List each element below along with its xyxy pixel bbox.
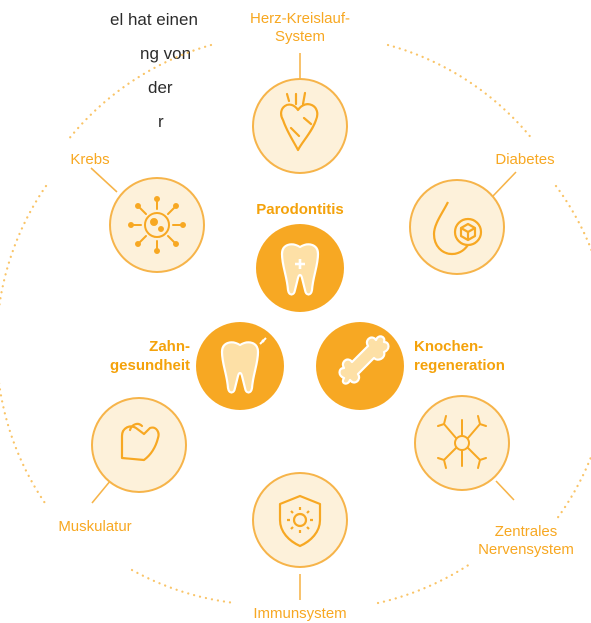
connector-lines <box>90 53 517 600</box>
connector-nerven <box>495 480 515 501</box>
outer-icon-herz[interactable] <box>252 78 348 174</box>
core-icon-zahngesundheit[interactable] <box>196 322 284 410</box>
ring-arc-left <box>0 184 49 508</box>
label-knochen: Knochen- regeneration <box>414 338 505 374</box>
outer-icon-immun[interactable] <box>252 472 348 568</box>
label-krebs: Krebs <box>70 151 110 168</box>
connector-diabetes <box>492 171 517 197</box>
tooth-plus-icon <box>280 243 320 296</box>
bone-icon <box>338 335 390 385</box>
intro-text-line-2: ng von <box>140 44 192 63</box>
muscle-arm-icon <box>120 422 160 462</box>
neuron-icon <box>437 415 487 469</box>
label-parodontitis: Parodontitis <box>256 201 344 218</box>
shield-virus-icon <box>278 494 322 548</box>
core-icon-parodontitis[interactable] <box>256 224 344 312</box>
label-diabetes: Diabetes <box>495 151 555 168</box>
ring-arc-top-right <box>386 43 535 142</box>
ring-arc-bottom-right <box>376 562 472 605</box>
ring-arc-top-left <box>66 43 213 142</box>
heart-icon <box>280 91 319 152</box>
label-herz: Herz-Kreislauf- System <box>249 10 351 45</box>
tooth-sparkle-icon <box>220 337 267 394</box>
dotted-ring <box>0 43 591 605</box>
ring-arc-right <box>554 184 591 522</box>
outer-icon-diabetes[interactable] <box>409 179 505 275</box>
outer-icon-muskel[interactable] <box>91 397 187 493</box>
label-immun: Immunsystem <box>253 605 347 622</box>
intro-text-line-1: el hat einen <box>110 10 198 29</box>
label-nerven: Zentrales Nervensystem <box>478 523 574 558</box>
cancer-cell-icon <box>128 196 186 254</box>
outer-icon-krebs[interactable] <box>109 177 205 273</box>
intro-text-line-4: r <box>158 112 164 131</box>
label-muskel: Muskulatur <box>58 518 132 535</box>
connector-muskel <box>91 479 112 504</box>
ring-arc-bottom-left <box>130 568 237 605</box>
outer-icon-nerven[interactable] <box>414 395 510 491</box>
blood-drop-icon <box>432 201 483 256</box>
label-zahngesundheit: Zahn- gesundheit <box>109 338 190 374</box>
intro-text-line-3: der <box>148 78 173 97</box>
core-icon-knochen[interactable] <box>316 322 404 410</box>
connector-krebs <box>90 167 118 193</box>
